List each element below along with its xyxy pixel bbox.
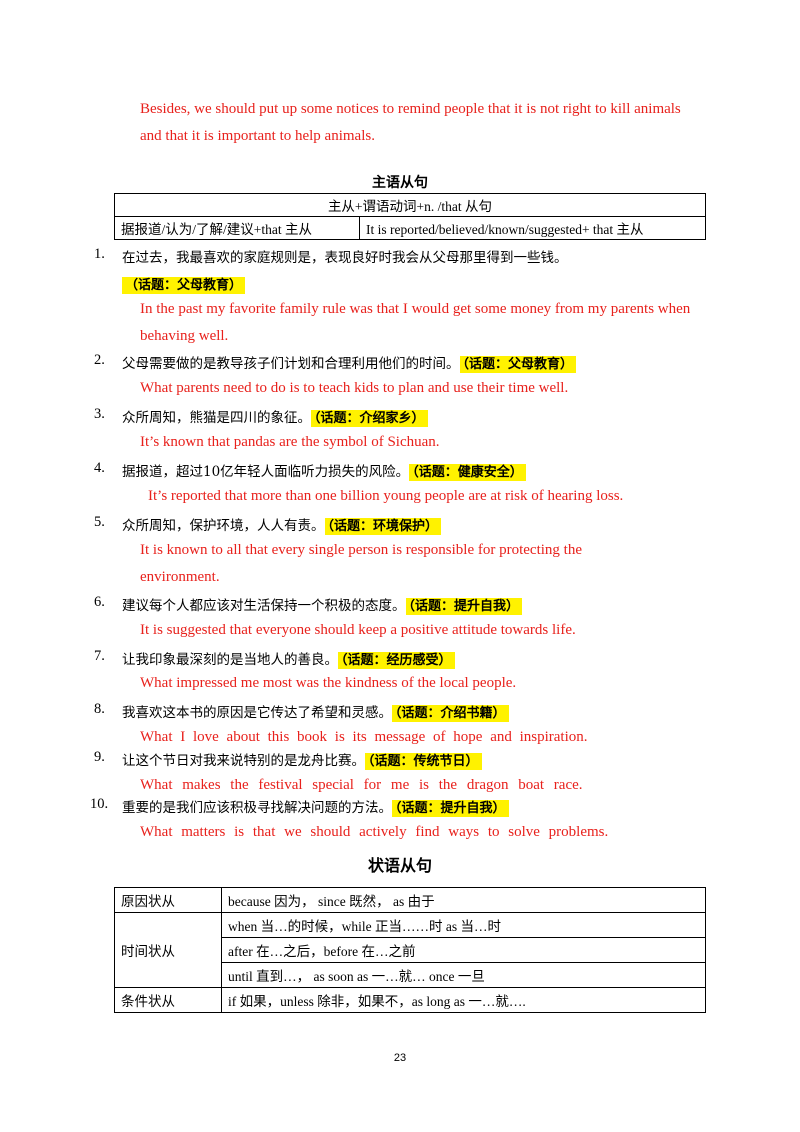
item-chinese: 让这个节日对我来说特别的是龙舟比赛。 (122, 753, 365, 769)
table-cell-right: It is reported/believed/known/suggested+… (359, 216, 706, 240)
table-label-cell: 原因状从 (114, 887, 222, 913)
topic-tag: （话题：父母教育） (459, 356, 577, 373)
subject-clause-table: 主从+谓语动词+n. /that 从句 据报道/认为/了解/建议+that 主从… (114, 193, 706, 240)
item-english: It’s known that pandas are the symbol of… (140, 434, 440, 450)
table-label-cell: 时间状从 (114, 912, 222, 988)
item-number: 5. (94, 514, 105, 530)
table-value-cell: if 如果，unless 除非，如果不，as long as 一…就…. (221, 987, 706, 1013)
section-title-adverbial-clause: 状语从句 (367, 856, 432, 875)
table-cell-left: 据报道/认为/了解/建议+that 主从 (114, 216, 360, 240)
table-value-cell: when 当…的时候，while 正当……时 as 当…时 (221, 912, 706, 938)
topic-tag: （话题：健康安全） (409, 464, 526, 481)
item-english: What makes the festival special for me i… (140, 777, 583, 793)
item-english: It’s reported that more than one billion… (148, 488, 624, 504)
topic-tag: （话题：经历感受） (338, 652, 455, 669)
item-english: What parents need to do is to teach kids… (140, 380, 569, 396)
adverbial-clause-table: 原因状从 because 因为， since 既然， as 由于 时间状从 wh… (114, 887, 706, 1013)
topic-tag: （话题：介绍书籍） (392, 705, 509, 722)
item-english: In the past my favorite family rule was … (140, 301, 691, 344)
item-number: 3. (94, 406, 105, 422)
page-number: 23 (393, 1052, 407, 1064)
topic-tag: （话题：环境保护） (324, 518, 442, 535)
item-number: 2. (94, 352, 105, 368)
item-chinese: 众所周知，保护环境，人人有责。 (122, 518, 325, 534)
item-english: It is suggested that everyone should kee… (140, 622, 576, 638)
item-english: What impressed me most was the kindness … (140, 675, 517, 691)
item-number: 4. (94, 460, 105, 476)
item-number: 8. (94, 701, 105, 717)
item-number: 9. (94, 749, 105, 765)
item-chinese: 在过去，我最喜欢的家庭规则是，表现良好时我会从父母那里得到一些钱。 (122, 250, 568, 266)
item-number: 10. (90, 796, 109, 812)
item-chinese: 我喜欢这本书的原因是它传达了希望和灵感。 (122, 705, 392, 721)
item-english: What matters is that we should actively … (140, 824, 609, 840)
item-chinese: 据报道，超过10亿年轻人面临听力损失的风险。 (122, 464, 410, 480)
item-number: 6. (94, 594, 105, 610)
topic-tag: （话题：提升自我） (392, 800, 509, 817)
item-english: What I love about this book is its messa… (140, 729, 588, 745)
item-chinese: 众所周知，熊猫是四川的象征。 (122, 410, 311, 426)
section-title-subject-clause: 主语从句 (372, 175, 428, 191)
item-number: 1. (94, 246, 105, 262)
item-english: It is known to all that every single per… (140, 542, 582, 585)
topic-tag: （话题：传统节日） (365, 753, 482, 770)
table-value-cell: after 在…之后，before 在…之前 (221, 937, 706, 963)
item-chinese: 建议每个人都应该对生活保持一个积极的态度。 (122, 598, 406, 614)
intro-paragraph: Besides, we should put up some notices t… (140, 101, 681, 144)
item-chinese: 父母需要做的是教导孩子们计划和合理利用他们的时间。 (122, 356, 460, 372)
topic-tag: （话题：父母教育） (122, 277, 246, 294)
item-chinese: 重要的是我们应该积极寻找解决问题的方法。 (122, 800, 392, 816)
item-number: 7. (94, 648, 105, 664)
topic-tag: （话题：提升自我） (405, 598, 523, 615)
item-chinese: 让我印象最深刻的是当地人的善良。 (122, 652, 338, 668)
table-header-cell: 主从+谓语动词+n. /that 从句 (114, 193, 706, 217)
table-label-cell: 条件状从 (114, 987, 222, 1013)
table-value-cell: until 直到…， as soon as 一…就… once 一旦 (221, 962, 706, 988)
topic-tag: （话题：介绍家乡） (311, 410, 428, 427)
table-value-cell: because 因为， since 既然， as 由于 (221, 887, 706, 913)
